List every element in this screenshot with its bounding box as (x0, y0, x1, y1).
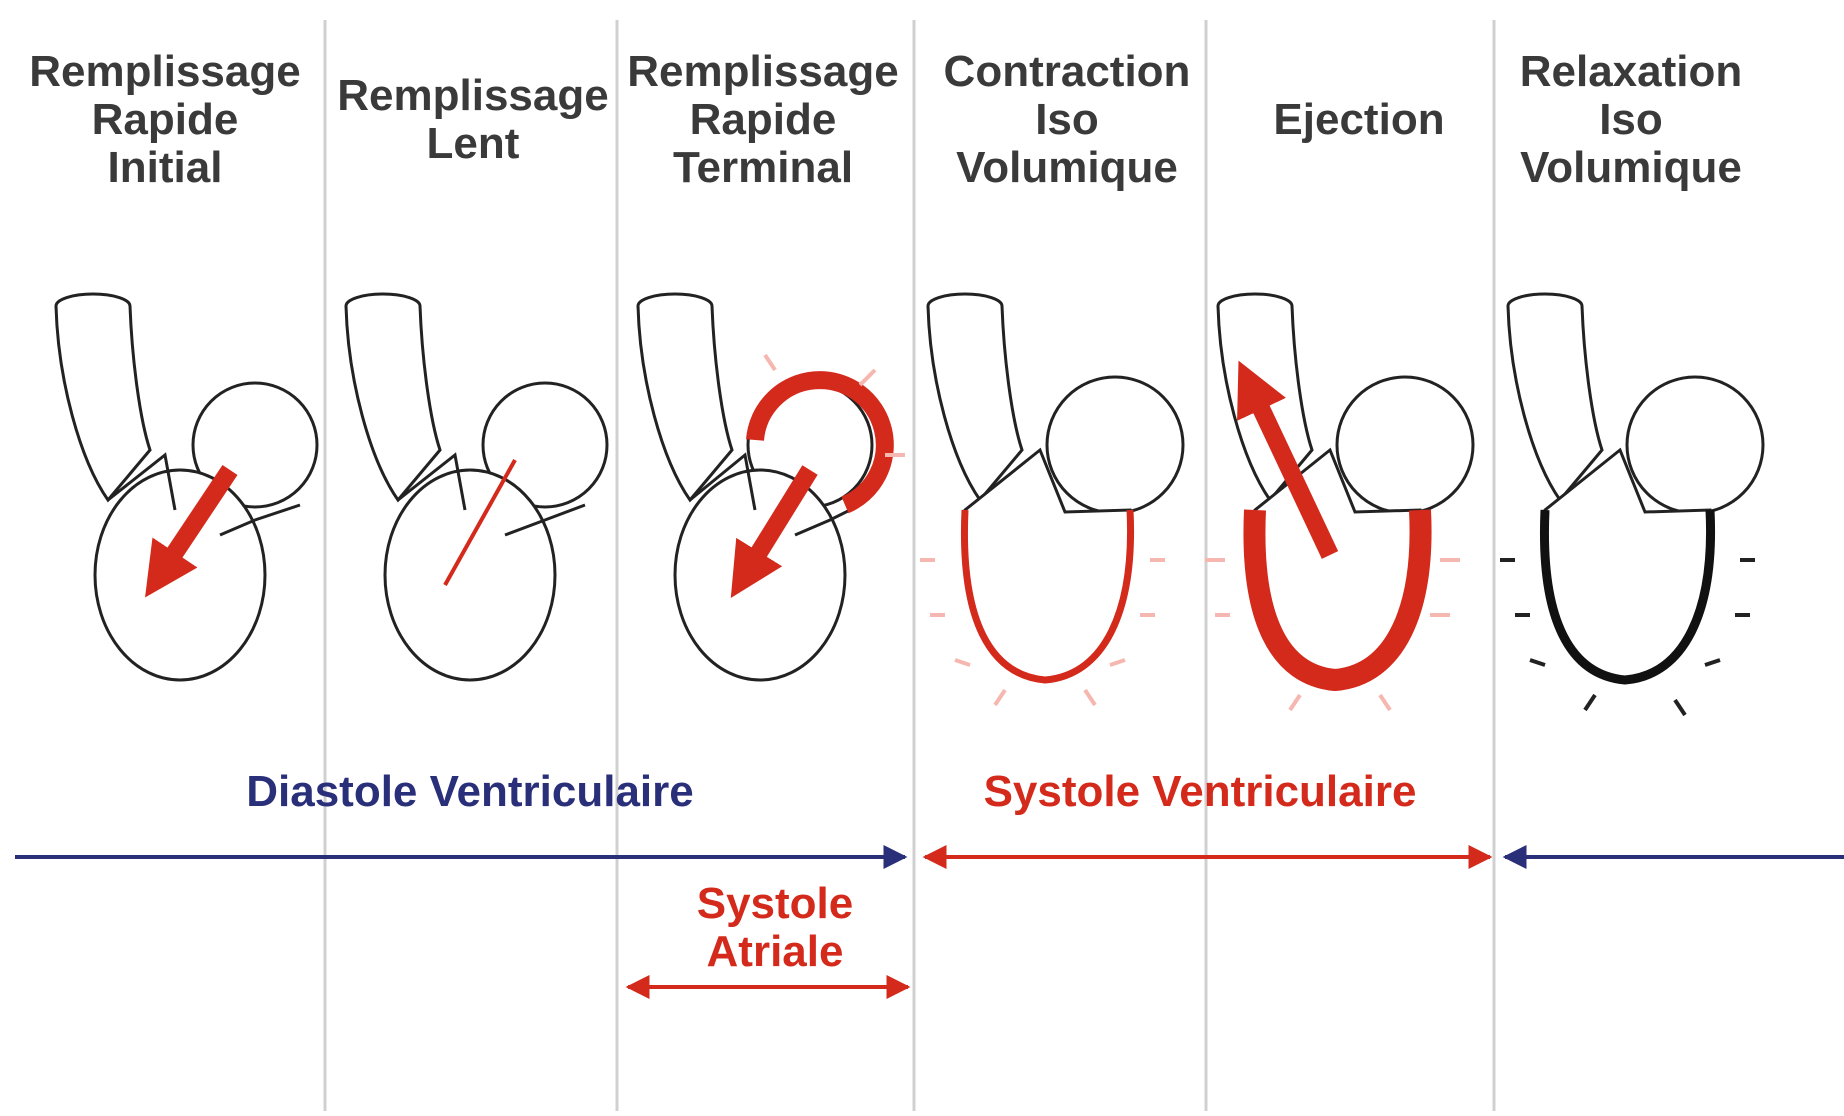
phase-title-line: Rapide (20, 96, 310, 144)
phase-title-slow-filling: Remplissage Lent (328, 72, 618, 168)
heart-2-slow-filling (346, 294, 607, 680)
phase-title-line: Relaxation (1486, 48, 1776, 96)
phase-title-line: Terminal (618, 144, 908, 192)
phase-title-line: Contraction (922, 48, 1212, 96)
systole-atrial-line-2: Atriale (640, 928, 910, 976)
systole-atrial-line-1: Systole (640, 880, 910, 928)
phase-title-ejection: Ejection (1214, 96, 1504, 144)
diastole-ventricular-label: Diastole Ventriculaire (230, 768, 710, 816)
systole-atrial-label: Systole Atriale (640, 880, 910, 976)
heart-3-terminal-rapid-filling (638, 294, 905, 680)
phase-title-line: Lent (328, 120, 618, 168)
heart-1-rapid-initial-filling (56, 294, 317, 680)
phase-title-line: Initial (20, 144, 310, 192)
phase-title-isovolumic-contraction: Contraction Iso Volumique (922, 48, 1212, 192)
heart-5-ejection (1205, 294, 1473, 710)
phase-title-line: Iso (1486, 96, 1776, 144)
phase-title-line: Remplissage (328, 72, 618, 120)
phase-title-line: Remplissage (20, 48, 310, 96)
heart-4-isovolumic-contraction (920, 294, 1183, 705)
phase-title-line: Volumique (1486, 144, 1776, 192)
phase-title-line: Remplissage (618, 48, 908, 96)
phase-title-rapid-initial: Remplissage Rapide Initial (20, 48, 310, 192)
timeline (15, 857, 1844, 987)
phase-title-line: Volumique (922, 144, 1212, 192)
phase-title-line: Rapide (618, 96, 908, 144)
phase-title-isovolumic-relaxation: Relaxation Iso Volumique (1486, 48, 1776, 192)
systole-ventricular-label: Systole Ventriculaire (960, 768, 1440, 816)
heart-6-isovolumic-relaxation (1500, 294, 1763, 715)
phase-title-terminal-rapid: Remplissage Rapide Terminal (618, 48, 908, 192)
phase-title-line: Iso (922, 96, 1212, 144)
phase-title-line: Ejection (1214, 96, 1504, 144)
